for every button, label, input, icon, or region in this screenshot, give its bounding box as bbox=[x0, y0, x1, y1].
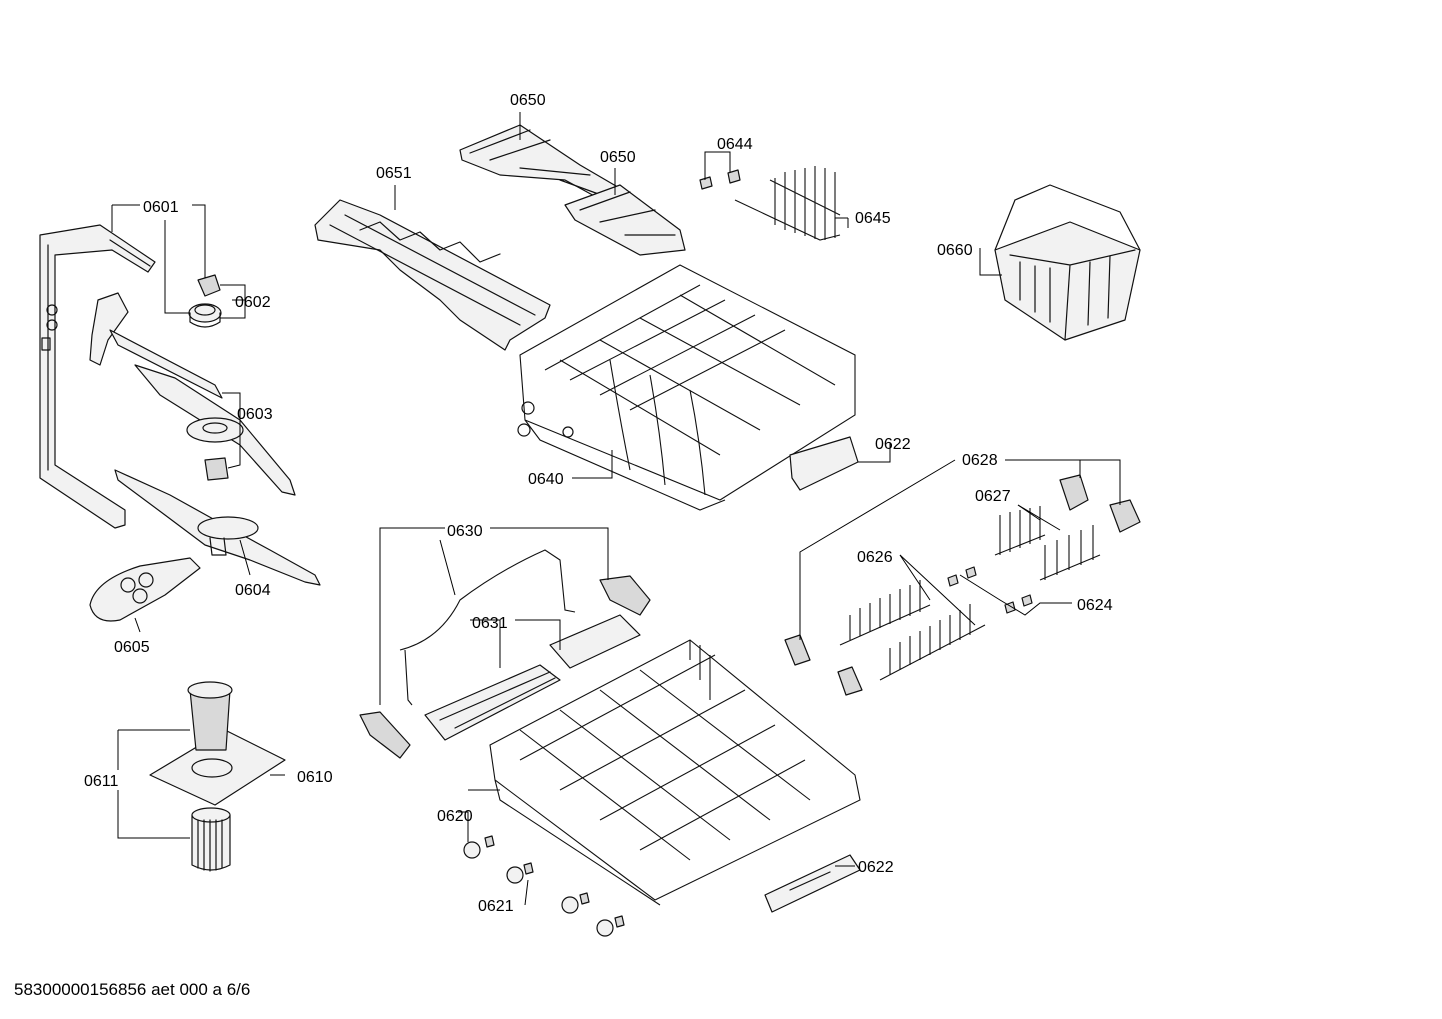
callout-0645: 0645 bbox=[855, 210, 891, 227]
callout-0624: 0624 bbox=[1077, 597, 1113, 614]
part-0620-lower-basket[interactable] bbox=[489, 639, 861, 906]
callout-0640: 0640 bbox=[528, 471, 564, 488]
part-0644-clip[interactable] bbox=[699, 169, 741, 190]
callout-0621: 0621 bbox=[478, 898, 514, 915]
callout-0650-top: 0650 bbox=[510, 92, 546, 109]
part-0605-fine-filter-cover[interactable] bbox=[89, 557, 201, 622]
part-0622-upper-handle[interactable] bbox=[789, 436, 859, 491]
part-0604-lower-spray-arm[interactable] bbox=[114, 469, 321, 586]
callout-0631: 0631 bbox=[472, 615, 508, 632]
callout-0604: 0604 bbox=[235, 582, 271, 599]
callout-0602: 0602 bbox=[235, 294, 271, 311]
part-0601-supply-tube[interactable] bbox=[39, 224, 156, 529]
part-0631-cup-shelf[interactable] bbox=[424, 614, 641, 741]
part-0602-nozzle[interactable] bbox=[188, 274, 222, 328]
part-0621-wheels[interactable] bbox=[463, 835, 625, 937]
document-id: 58300000156856 aet 000 a 6/6 bbox=[14, 980, 251, 999]
callout-0630: 0630 bbox=[447, 523, 483, 540]
callout-0651: 0651 bbox=[376, 165, 412, 182]
callout-0627: 0627 bbox=[975, 488, 1011, 505]
callout-0611: 0611 bbox=[84, 773, 119, 790]
part-0645-tine-rack[interactable] bbox=[734, 166, 841, 241]
callout-0622-lower: 0622 bbox=[858, 859, 894, 876]
callout-0605: 0605 bbox=[114, 639, 150, 656]
callout-0644: 0644 bbox=[717, 136, 753, 153]
part-0651-cutlery-tray[interactable] bbox=[314, 199, 551, 351]
part-0630-fold-down-wire[interactable] bbox=[359, 549, 651, 759]
leader-lines bbox=[111, 112, 1121, 906]
part-0611-filter-cylinder[interactable] bbox=[191, 807, 231, 872]
part-0650-rack-insert-b[interactable] bbox=[564, 184, 686, 256]
callout-0610: 0610 bbox=[297, 769, 333, 786]
part-0603-upper-spray-arm[interactable] bbox=[89, 292, 296, 496]
callout-0650-mid: 0650 bbox=[600, 149, 636, 166]
callout-0628: 0628 bbox=[962, 452, 998, 469]
callout-0620: 0620 bbox=[437, 808, 473, 825]
callout-0603: 0603 bbox=[237, 406, 273, 423]
part-0622-lower-handle[interactable] bbox=[764, 854, 861, 913]
part-0660-cutlery-basket[interactable] bbox=[994, 184, 1141, 341]
part-0627-tine-row[interactable] bbox=[994, 506, 1101, 581]
part-0626-tine-row[interactable] bbox=[784, 580, 986, 696]
callout-0601: 0601 bbox=[143, 199, 179, 216]
callout-0626: 0626 bbox=[857, 549, 893, 566]
part-0610-filter-plate[interactable] bbox=[149, 681, 286, 806]
callout-0660: 0660 bbox=[937, 242, 973, 259]
callout-labels: 0601 0602 0603 0604 0605 0610 0611 0620 … bbox=[84, 92, 1113, 915]
part-0628-hinge-clips[interactable] bbox=[1059, 474, 1141, 533]
part-0640-upper-basket[interactable] bbox=[517, 264, 856, 511]
part-0624-clips[interactable] bbox=[947, 566, 1033, 614]
callout-0622-upper: 0622 bbox=[875, 436, 911, 453]
